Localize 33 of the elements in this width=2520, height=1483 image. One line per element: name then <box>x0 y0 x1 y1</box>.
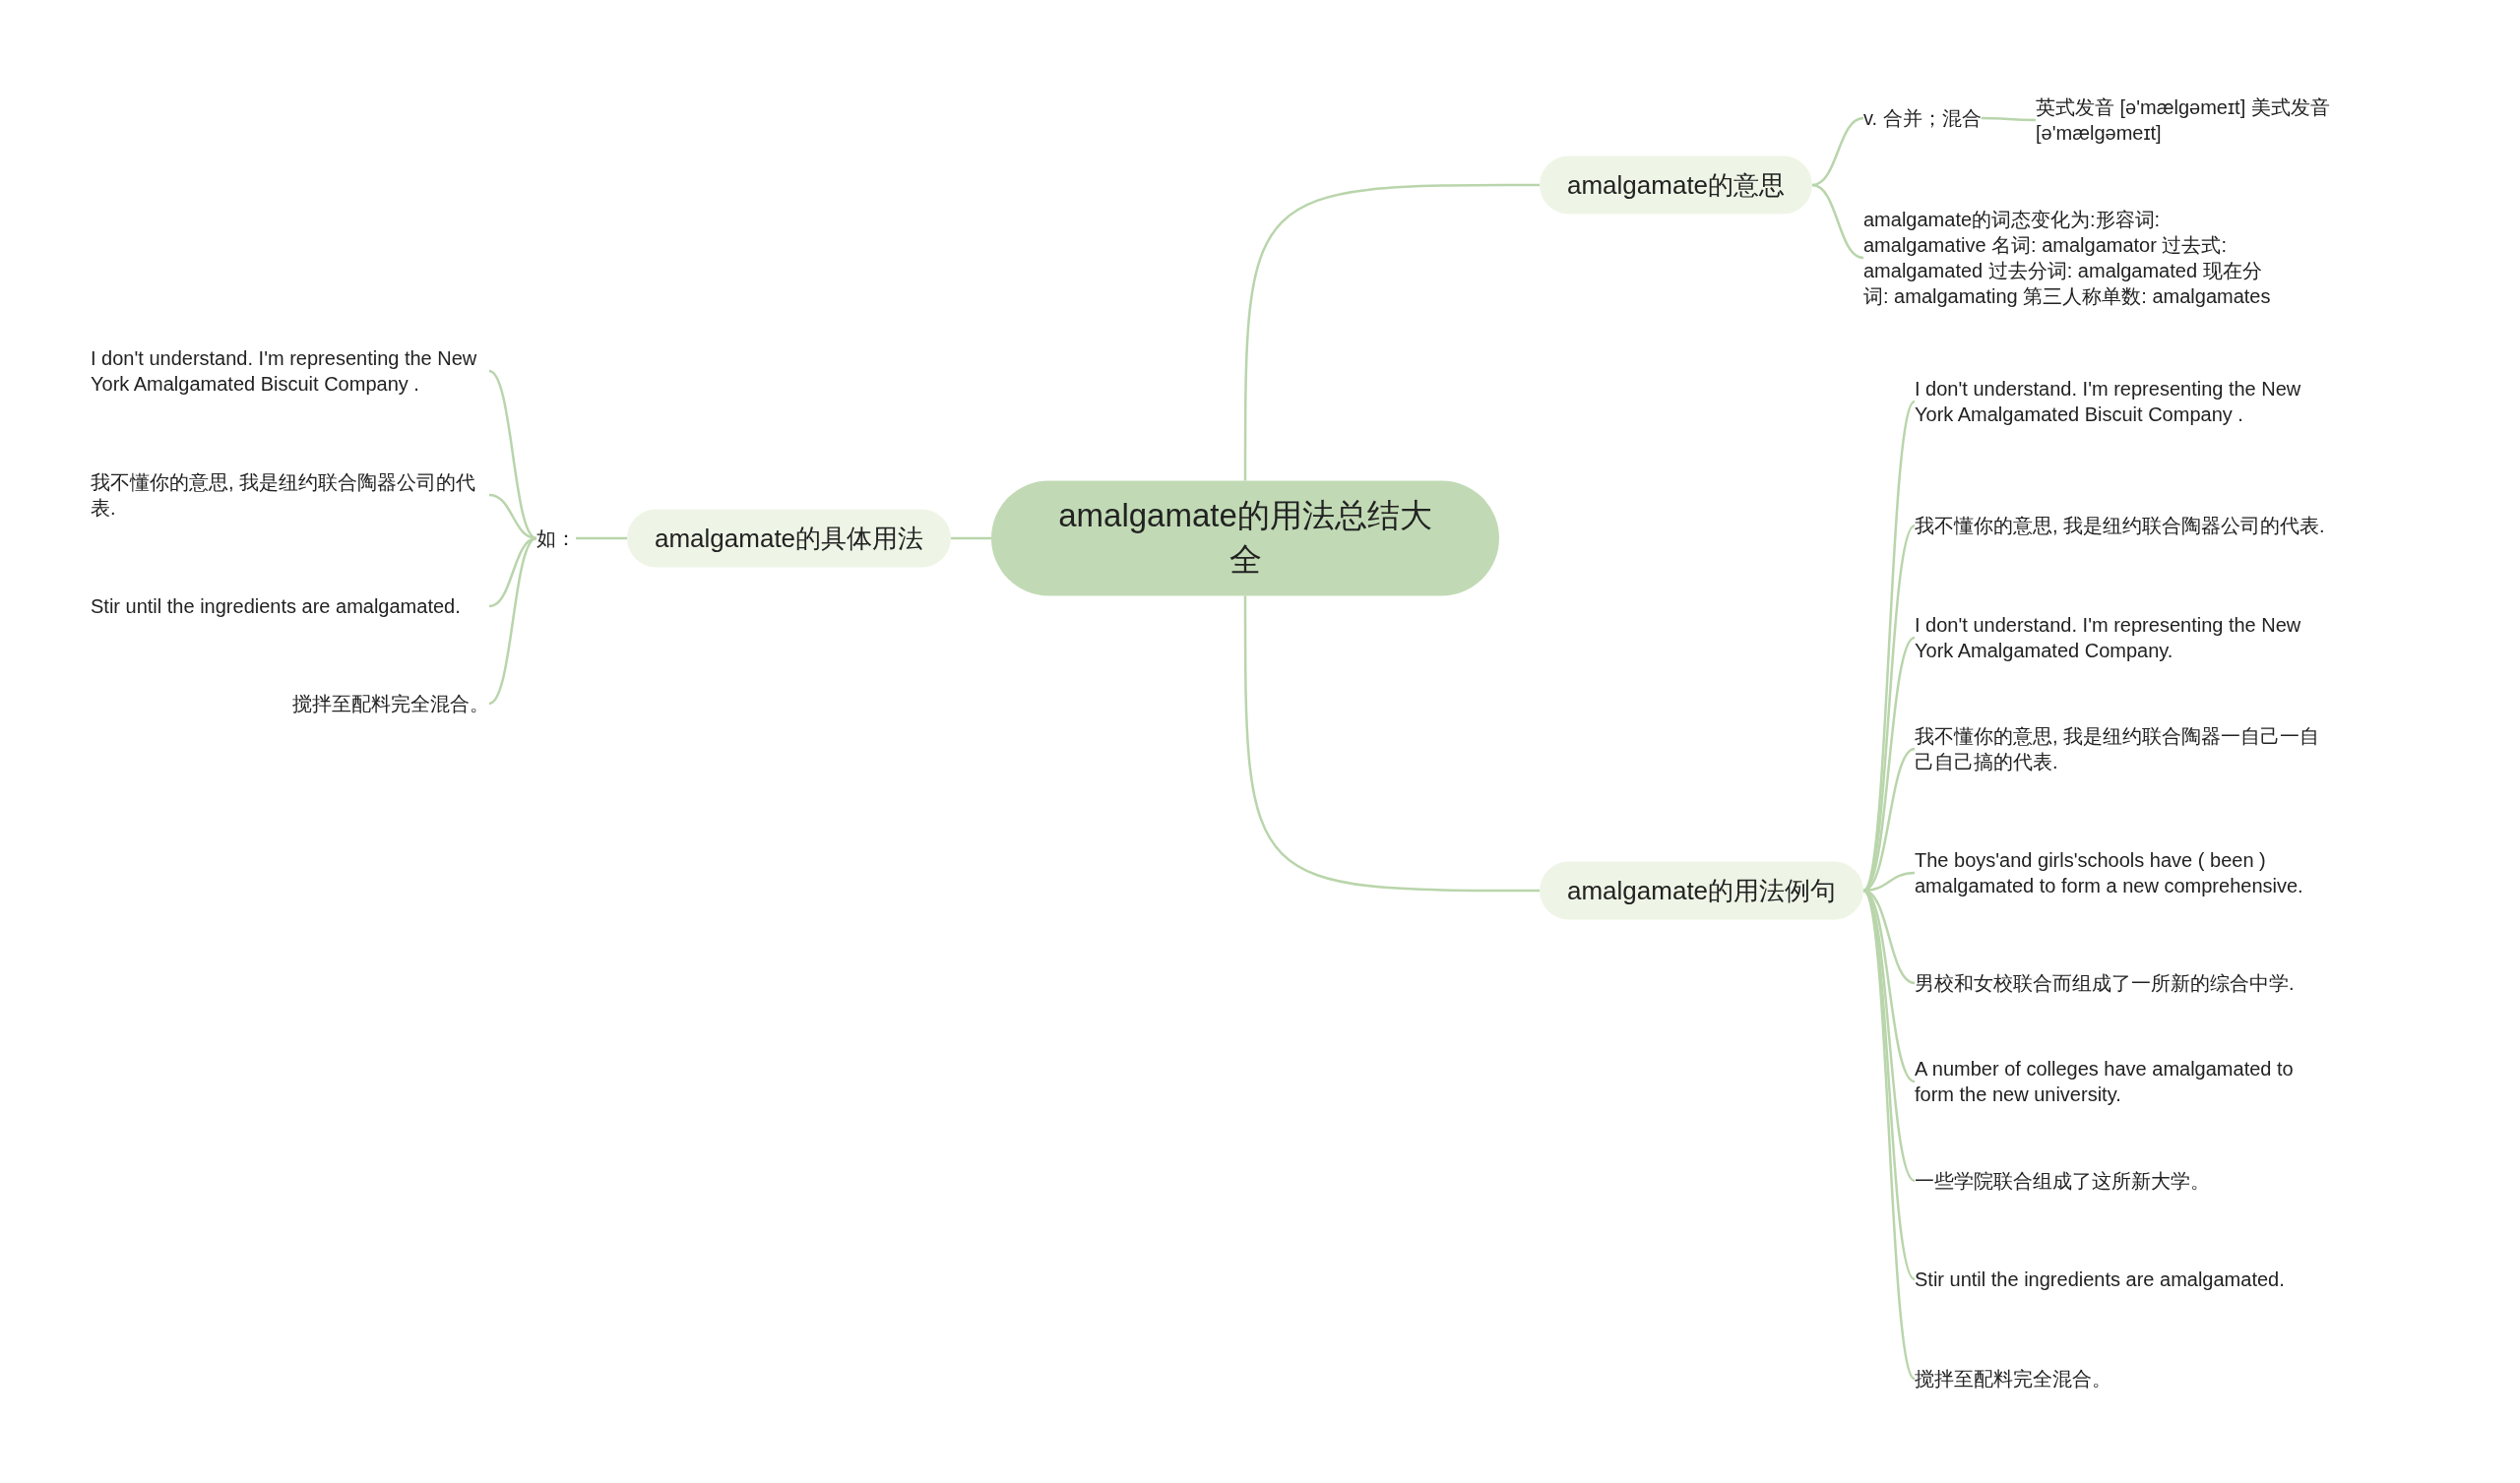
connector-line <box>1811 116 1864 187</box>
connector-line <box>1981 116 2036 122</box>
connector-line <box>488 493 537 540</box>
central-topic: amalgamate的用法总结大全 <box>991 480 1499 596</box>
topic-text: 我不懂你的意思, 我是纽约联合陶器公司的代表. <box>91 467 489 523</box>
topic-text: 英式发音 [ə'mælgəmeɪt] 美式发音 [ə'mælgəmeɪt] <box>2036 93 2459 148</box>
topic-text: I don't understand. I'm representing the New York Amalgamated Biscuit Company . <box>91 343 489 399</box>
topic-text: 我不懂你的意思, 我是纽约联合陶器一自己一自己自己搞的代表. <box>1915 721 2333 776</box>
topic-text: Stir until the ingredients are amalgamated. <box>1915 1265 2333 1294</box>
connector-line <box>576 536 627 540</box>
topic-pill: amalgamate的用法例句 <box>1540 861 1864 920</box>
topic-text: The boys'and girls'schools have ( been ) amalgamated to form a new comprehensive. <box>1915 845 2333 900</box>
connector-line <box>1243 183 1540 481</box>
connector-line <box>1243 595 1540 893</box>
topic-text: 一些学院联合组成了这所新大学。 <box>1915 1166 2333 1196</box>
connector-line <box>488 536 537 706</box>
topic-text: v. 合并；混合 <box>1863 103 1982 133</box>
topic-text: I don't understand. I'm representing the New York Amalgamated Biscuit Company . <box>1915 374 2333 429</box>
topic-text: 我不懂你的意思, 我是纽约联合陶器公司的代表. <box>1915 511 2333 540</box>
topic-text: 男校和女校联合而组成了一所新的综合中学. <box>1915 968 2333 998</box>
topic-text: A number of colleges have amalgamated to form the new university. <box>1915 1054 2333 1109</box>
topic-text: amalgamate的词态变化为:形容词: amalgamative 名词: amalgamator 过去式: amalgamated 过去分词: amalgamated 现在分词: amalgamating 第三人称单数: amalgamates <box>1863 205 2277 311</box>
topic-text: 搅拌至配料完全混合。 <box>91 689 489 718</box>
connector-line <box>1811 183 1864 260</box>
topic-pill: amalgamate的具体用法 <box>627 509 952 568</box>
topic-text: I don't understand. I'm representing the New York Amalgamated Company. <box>1915 610 2333 665</box>
connector-line <box>1862 890 1917 1380</box>
connector-line <box>488 369 537 540</box>
topic-text: Stir until the ingredients are amalgamated. <box>91 591 489 621</box>
topic-text: 如： <box>536 524 576 553</box>
topic-pill: amalgamate的意思 <box>1540 155 1813 215</box>
topic-text: 搅拌至配料完全混合。 <box>1915 1364 2333 1393</box>
connector-line <box>951 536 991 540</box>
